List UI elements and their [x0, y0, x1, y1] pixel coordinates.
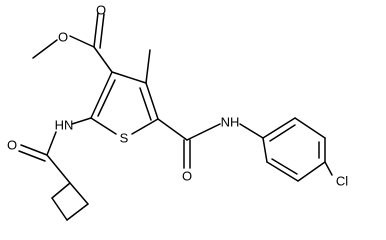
bond-bz-4 [297, 161, 326, 182]
bond-cb-1 [51, 182, 71, 199]
bond-C5-carbonyl [157, 118, 188, 141]
atom-label-amide-NH-left: HN [55, 118, 74, 133]
bond-C3-C4 [111, 71, 147, 84]
atom-label-ester-O-single: O [58, 30, 68, 45]
bond-cb-4 [69, 182, 89, 205]
bond-O-carbonyl [69, 35, 95, 48]
bond-C4-C5-a [145, 82, 159, 120]
bond-NH-carbonyl [46, 131, 57, 156]
bond-C4-methyl [145, 49, 151, 84]
bond-carbonyl-O-left-b [18, 150, 46, 162]
bond-carbonyl-NH [186, 123, 221, 141]
atom-label-ring-S: S [120, 131, 129, 146]
structure-canvas: O O S HN O O NH Cl [7, 3, 348, 221]
bond-carbonyl-O-double-b [99, 13, 105, 49]
bond-aryl-Cl [324, 161, 333, 176]
bond-S-C2 [90, 117, 117, 135]
bond-C2-NH [71, 117, 92, 125]
bond-bz-2 [294, 117, 326, 139]
molecule-diagram: O O S HN O O NH Cl [7, 3, 348, 221]
bond-carbonyl-O-left-a [20, 144, 48, 156]
atom-label-ester-O-carbonyl: O [96, 3, 106, 18]
bond-C2-C3-a [90, 71, 113, 119]
bond-carbonyl-O-double-a [93, 12, 99, 48]
bond-lines [18, 12, 333, 221]
bond-methyl-O [32, 39, 58, 59]
bond-carbonyl-cyclobutyl [46, 154, 71, 184]
atom-label-amide-O-right: O [182, 169, 192, 184]
bond-C4-C5-b [139, 87, 152, 121]
bond-cb-3 [66, 203, 89, 221]
bond-NH-aryl [239, 123, 264, 139]
bond-C5-S [131, 118, 159, 135]
bond-bz-inner-1 [269, 124, 296, 142]
bond-bz-6 [262, 137, 268, 163]
bond-C2-C3-b [97, 79, 116, 117]
bond-bz-inner-3 [271, 158, 298, 175]
bond-bz-1 [262, 117, 296, 139]
bond-carbonyl-C3 [93, 46, 113, 73]
bond-bz-5 [266, 161, 299, 182]
atom-label-amide-NH-right: NH [221, 115, 240, 130]
atom-labels: O O S HN O O NH Cl [7, 3, 348, 189]
atom-label-chloro: Cl [336, 174, 348, 189]
atom-label-amide-O-left: O [7, 138, 17, 153]
bond-cb-2 [51, 197, 68, 221]
